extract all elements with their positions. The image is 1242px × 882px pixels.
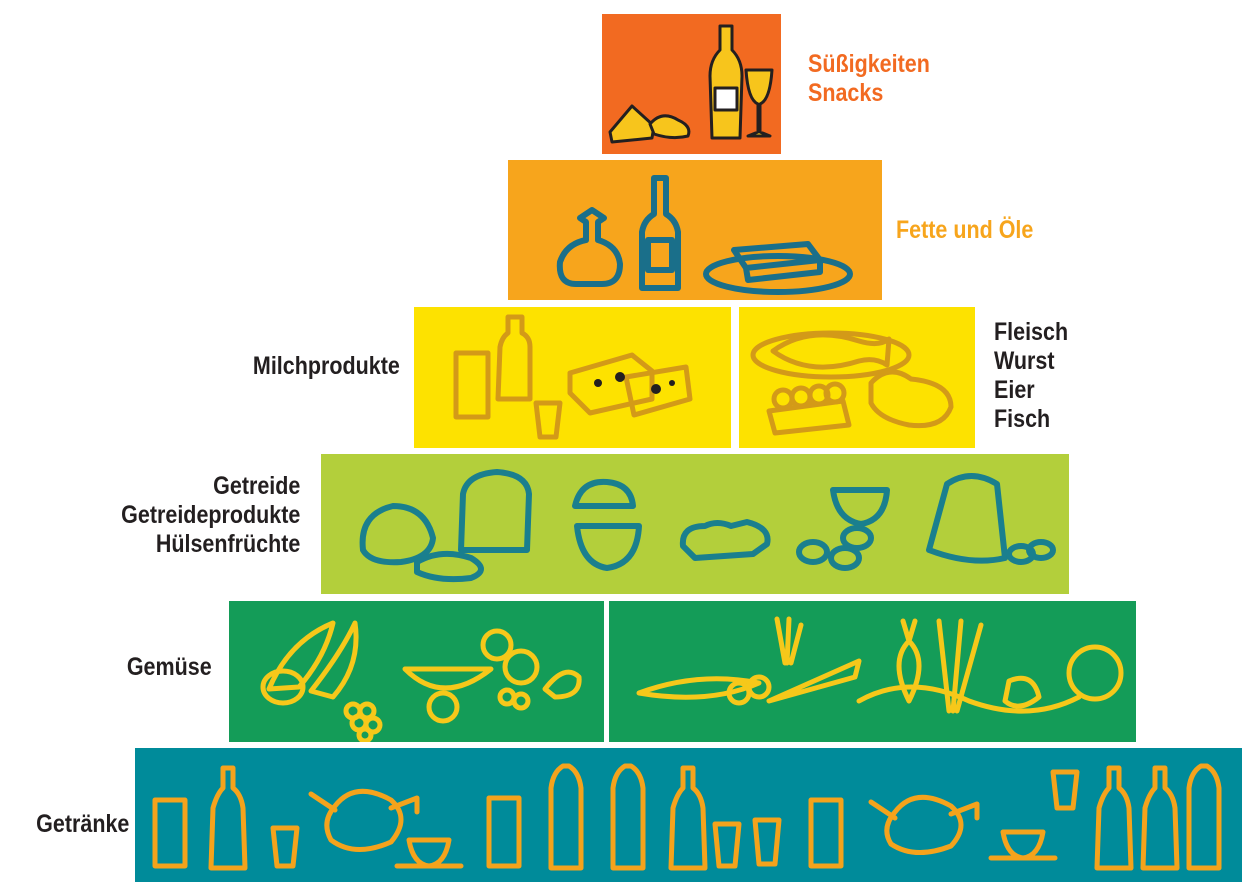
- grains-illustration: [321, 454, 1069, 594]
- bottle-icon: [1097, 768, 1131, 868]
- cake-slice-icon: [610, 106, 654, 142]
- bean-icon: [843, 528, 871, 548]
- wine-glass-icon: [746, 70, 772, 136]
- drinks-label: Getränke: [36, 810, 129, 839]
- drinks-illustration: [135, 748, 1242, 882]
- bottle-icon: [613, 766, 643, 868]
- meat-illustration: [739, 307, 975, 448]
- bottle-icon: [710, 26, 742, 138]
- grain-sack-icon: [929, 476, 1005, 561]
- sweets-illustration: [602, 14, 781, 154]
- fats-label-line: Fette und Öle: [896, 216, 1033, 245]
- glass-icon: [755, 820, 779, 864]
- fats-oils-tier: [508, 160, 882, 300]
- lemon-icon: [545, 672, 579, 697]
- eggs-label-line: Eier: [994, 376, 1068, 405]
- sausage-label-line: Wurst: [994, 347, 1068, 376]
- drinks-label-line: Getränke: [36, 810, 129, 839]
- orange-icon: [429, 693, 457, 721]
- bottle-icon: [551, 766, 581, 868]
- teapot-icon: [871, 797, 977, 852]
- teapot-icon: [311, 791, 417, 849]
- glass-icon: [536, 403, 560, 437]
- fish-label-line: Fisch: [994, 405, 1068, 434]
- meat-label: Fleisch Wurst Eier Fisch: [994, 318, 1068, 434]
- croissant-icon: [417, 554, 481, 579]
- bottle-icon: [211, 768, 245, 868]
- sweets-snacks-tier: [602, 14, 781, 154]
- grain-bowl-icon: [833, 490, 887, 524]
- grains-label-line: Getreide: [121, 472, 300, 501]
- egg-icon: [774, 390, 792, 408]
- meat-label-line: Fleisch: [994, 318, 1068, 347]
- fish-icon: [773, 335, 889, 367]
- oil-flask-icon: [560, 210, 620, 284]
- glass-icon: [715, 824, 739, 866]
- bowl-icon: [577, 526, 639, 568]
- butter-icon: [734, 244, 820, 280]
- dairy-illustration: [414, 307, 731, 448]
- vegetables-label-line: Gemüse: [127, 653, 212, 682]
- grains-label: Getreide Getreideprodukte Hülsenfrüchte: [121, 472, 300, 559]
- grain-products-label-line: Getreideprodukte: [121, 501, 300, 530]
- vegetables-label: Gemüse: [127, 653, 212, 682]
- juice-carton-icon: [489, 798, 519, 866]
- dairy-tier: [414, 307, 731, 448]
- bottle-icon: [671, 768, 705, 868]
- apple-icon: [483, 631, 511, 659]
- roll-icon: [363, 506, 433, 562]
- bottle-icon: [1143, 768, 1177, 868]
- teacup-icon: [991, 832, 1055, 858]
- cheese-block-icon: [570, 355, 652, 413]
- dairy-label: Milchprodukte: [253, 352, 400, 381]
- juice-carton-icon: [155, 800, 185, 866]
- grapes-icon: [346, 704, 380, 741]
- bottle-label-icon: [715, 88, 737, 110]
- bun-icon: [575, 482, 633, 506]
- vegetables-tier: [609, 601, 1136, 742]
- fruit-illustration: [229, 601, 604, 742]
- bread-loaf-icon: [461, 472, 529, 550]
- bean-icon: [831, 548, 859, 568]
- sweets-label: Süßigkeiten Snacks: [808, 50, 930, 108]
- carrot-icon: [769, 619, 859, 701]
- cherry-icon: [514, 694, 528, 708]
- glass-icon: [1053, 772, 1077, 808]
- fats-illustration: [508, 160, 882, 300]
- vegetables-illustration: [609, 601, 1136, 742]
- watermelon-slice-icon: [405, 669, 491, 688]
- juice-carton-icon: [811, 800, 841, 866]
- apple-icon: [505, 651, 537, 683]
- egg-icon: [792, 388, 810, 406]
- bottle-icon: [1189, 766, 1219, 868]
- oil-bottle-label-icon: [648, 240, 672, 270]
- banana-icon: [269, 623, 356, 697]
- chicken-icon: [871, 372, 951, 426]
- cabbage-icon: [1069, 647, 1121, 699]
- bean-icon: [799, 542, 827, 562]
- herbs-icon: [859, 687, 1079, 711]
- dairy-label-line: Milchprodukte: [253, 352, 400, 381]
- fruit-tier: [229, 601, 604, 742]
- meat-eggs-fish-tier: [739, 307, 975, 448]
- glass-icon: [273, 828, 297, 866]
- milk-carton-icon: [456, 353, 488, 417]
- drinks-tier: [135, 748, 1242, 882]
- fats-label: Fette und Öle: [896, 216, 1033, 245]
- root-vegetable-icon: [1005, 678, 1039, 706]
- candy-icon: [650, 116, 689, 138]
- grains-tier: [321, 454, 1069, 594]
- teacup-icon: [397, 840, 461, 866]
- snacks-label-line: Snacks: [808, 79, 930, 108]
- legumes-label-line: Hülsenfrüchte: [121, 530, 300, 559]
- bread-slices-icon: [683, 522, 768, 558]
- sweets-label-line: Süßigkeiten: [808, 50, 930, 79]
- milk-bottle-icon: [498, 317, 530, 399]
